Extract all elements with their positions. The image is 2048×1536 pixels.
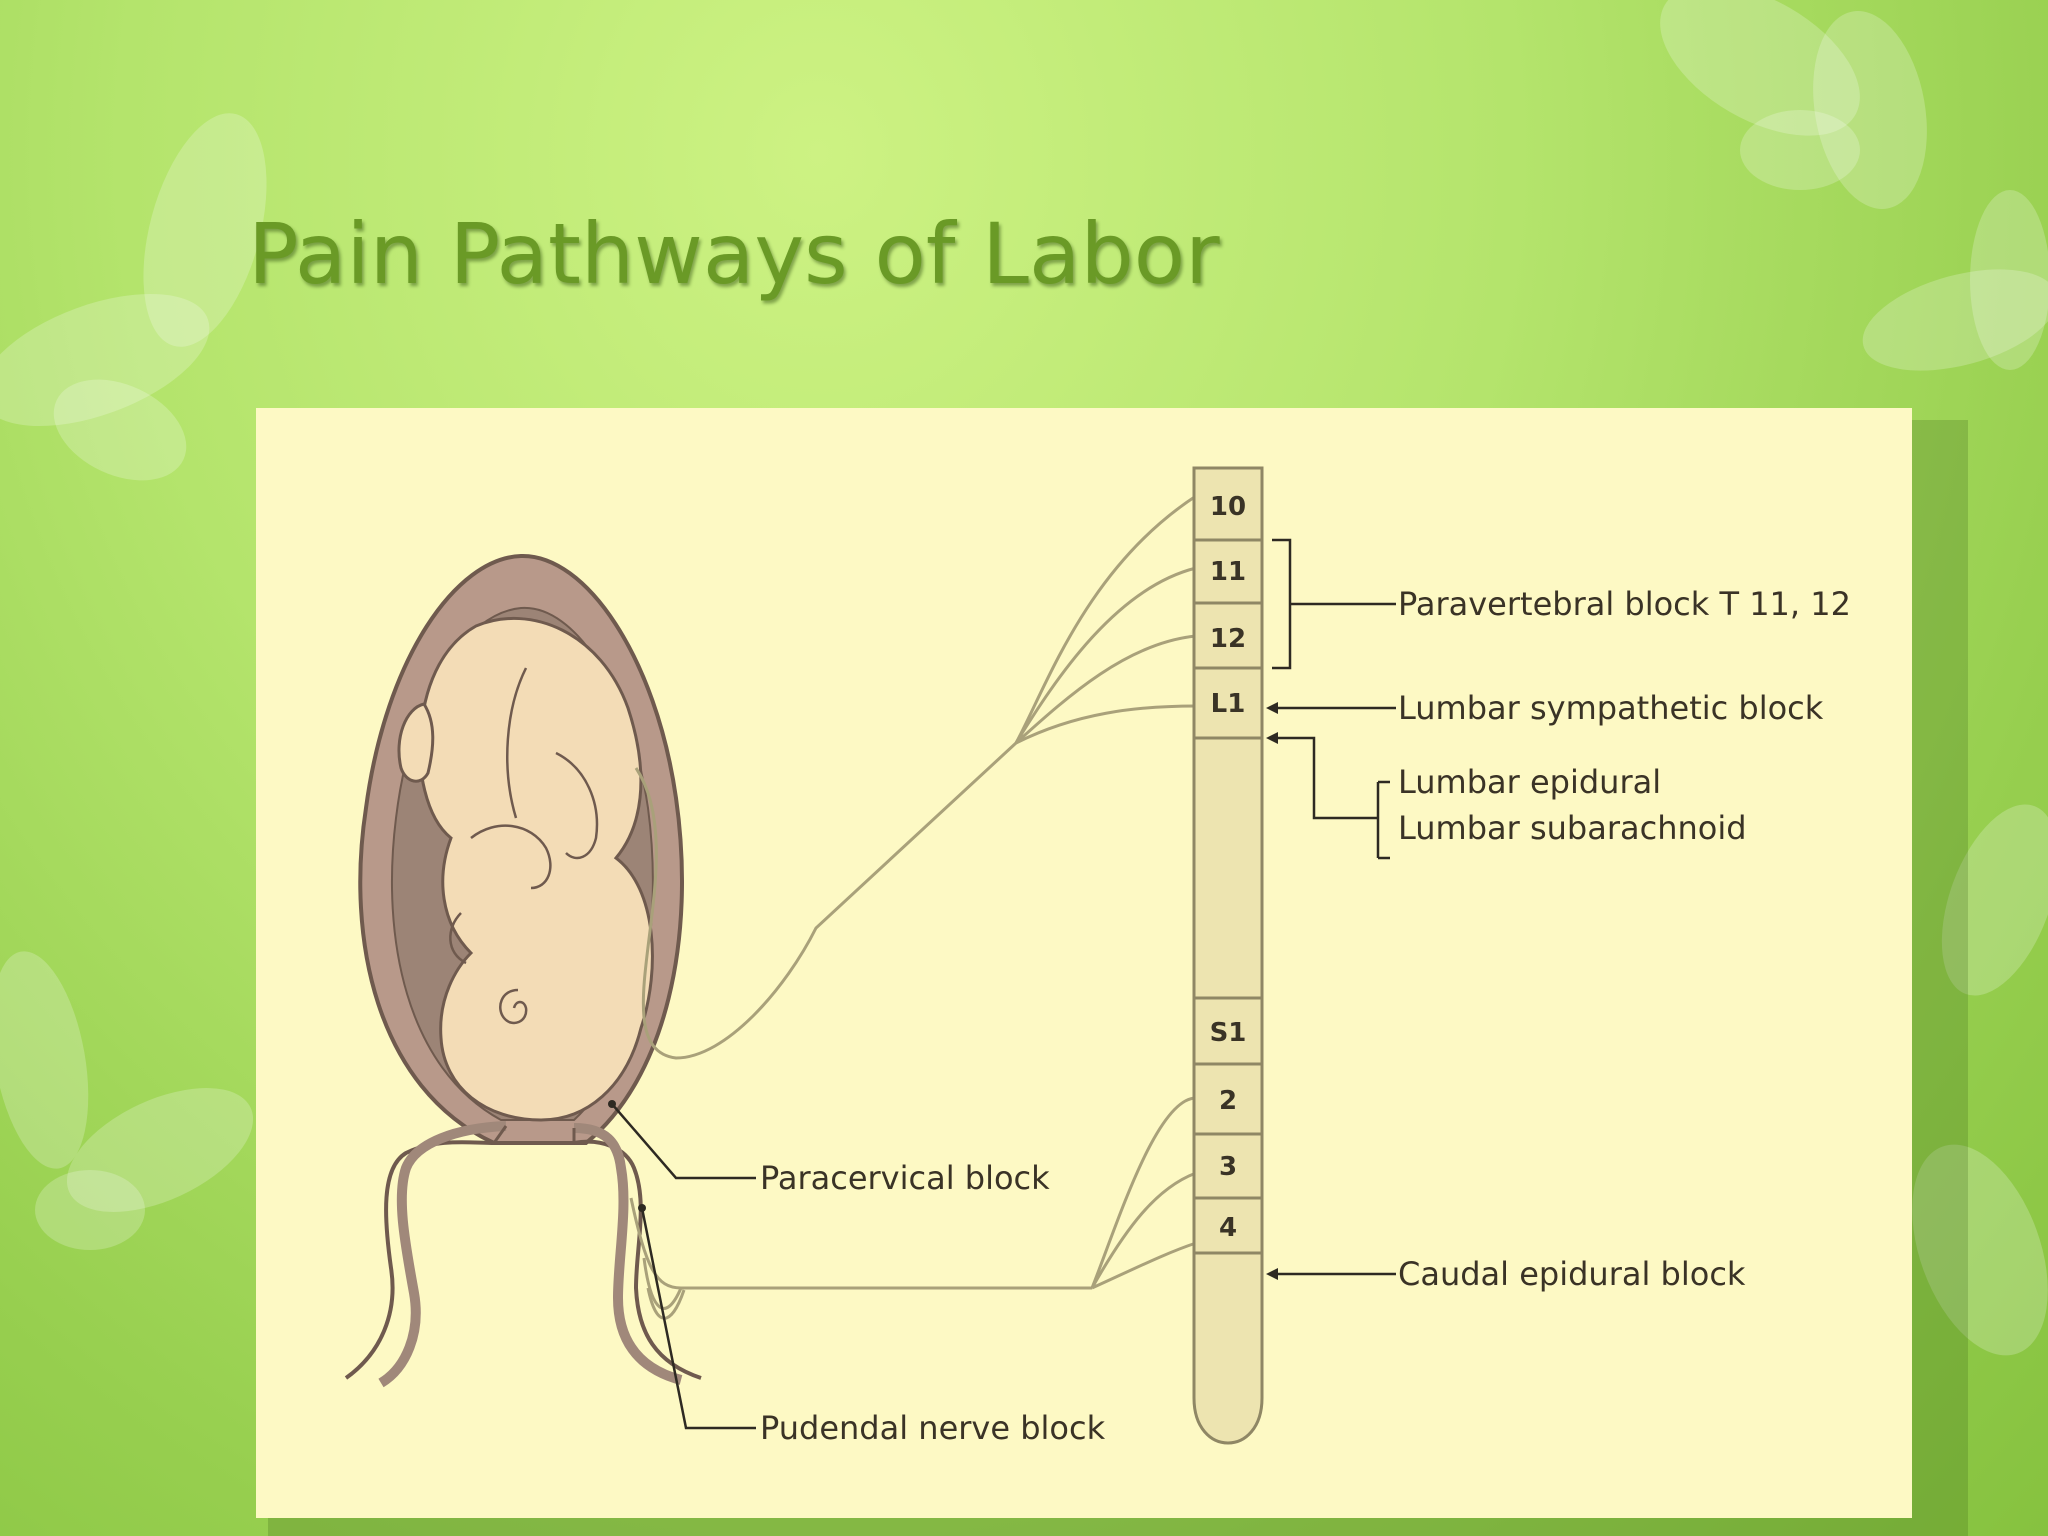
uterus-illustration: [344, 553, 702, 1388]
diagram-panel: 10 11 12 L1 S1 2 3 4: [256, 408, 1912, 1518]
fetus-face-line: [449, 912, 467, 965]
butterfly-decoration-right: [1862, 190, 2048, 371]
segment-label-s4: 4: [1219, 1213, 1237, 1243]
butterfly-decoration-bottom-left: [0, 951, 254, 1250]
nerve-branch-t11: [1014, 566, 1197, 744]
fetus: [418, 616, 654, 1122]
butterfly-decoration-top-right: [1660, 0, 1927, 209]
segment-label-s1: S1: [1210, 1018, 1247, 1048]
label-lumbar-sympathetic-block: Lumbar sympathetic block: [1398, 689, 1824, 727]
cervix-left: [344, 1140, 495, 1380]
fetus-leg-line: [506, 667, 528, 819]
nerve-branch-t10: [1014, 494, 1197, 744]
segment-label-s3: 3: [1219, 1152, 1237, 1182]
butterfly-decoration-right-lower: [1912, 804, 2048, 1356]
paravertebral-bracket: [1272, 538, 1396, 670]
pudendal-nerve-trunk: [629, 1197, 1092, 1290]
cervix-right-inner: [573, 1123, 683, 1385]
cervix-left-inner: [378, 1121, 507, 1388]
segment-label-t12: 12: [1210, 624, 1246, 654]
label-lumbar-epidural: Lumbar epidural: [1398, 763, 1661, 801]
nerve-branch-s4: [1091, 1241, 1197, 1290]
annotation-pointers: [611, 538, 1396, 1430]
paracervical-pointer: [611, 1103, 756, 1180]
uterine-nerve-trunk: [634, 741, 1018, 1060]
segment-label-t10: 10: [1210, 492, 1246, 522]
spinal-column: [1192, 466, 1264, 1445]
cervix-opening: [492, 1125, 576, 1144]
spinal-column-outline: [1192, 466, 1264, 1445]
fetus-knee-line: [555, 751, 599, 860]
fetus-ear: [499, 988, 528, 1025]
nerve-branch-t12: [1014, 634, 1197, 745]
segment-label-l1: L1: [1211, 689, 1246, 719]
label-caudal-epidural-block: Caudal epidural block: [1398, 1255, 1746, 1293]
label-lumbar-subarachnoid: Lumbar subarachnoid: [1398, 809, 1747, 847]
annotation-arrowheads: [608, 702, 1278, 1280]
nerve-branch-s2: [1090, 1096, 1197, 1289]
label-paracervical-block: Paracervical block: [760, 1159, 1050, 1197]
slide-title: Pain Pathways of Labor: [248, 205, 1220, 303]
label-paravertebral-block: Paravertebral block T 11, 12: [1398, 585, 1851, 623]
segment-label-t11: 11: [1210, 557, 1246, 587]
spinal-segment-labels: 10 11 12 L1 S1 2 3 4: [1210, 492, 1247, 1243]
butterfly-decoration-left: [0, 113, 267, 481]
segment-label-s2: 2: [1219, 1086, 1237, 1116]
block-labels: Paravertebral block T 11, 12 Lumbar symp…: [760, 585, 1851, 1447]
fetus-arm-line: [470, 824, 552, 890]
pudendal-pointer: [640, 1207, 756, 1430]
labor-pain-pathways-diagram: 10 11 12 L1 S1 2 3 4: [344, 466, 1851, 1447]
pudendal-fiber-1: [642, 1257, 683, 1310]
nerve-branch-l1: [1015, 704, 1197, 745]
nerve-pathways: [629, 494, 1197, 1320]
nerve-branch-s3: [1090, 1171, 1197, 1289]
label-pudendal-nerve-block: Pudendal nerve block: [760, 1409, 1106, 1447]
lumbar-epidural-pointer: [1270, 736, 1390, 860]
fetus-arm: [397, 702, 435, 783]
